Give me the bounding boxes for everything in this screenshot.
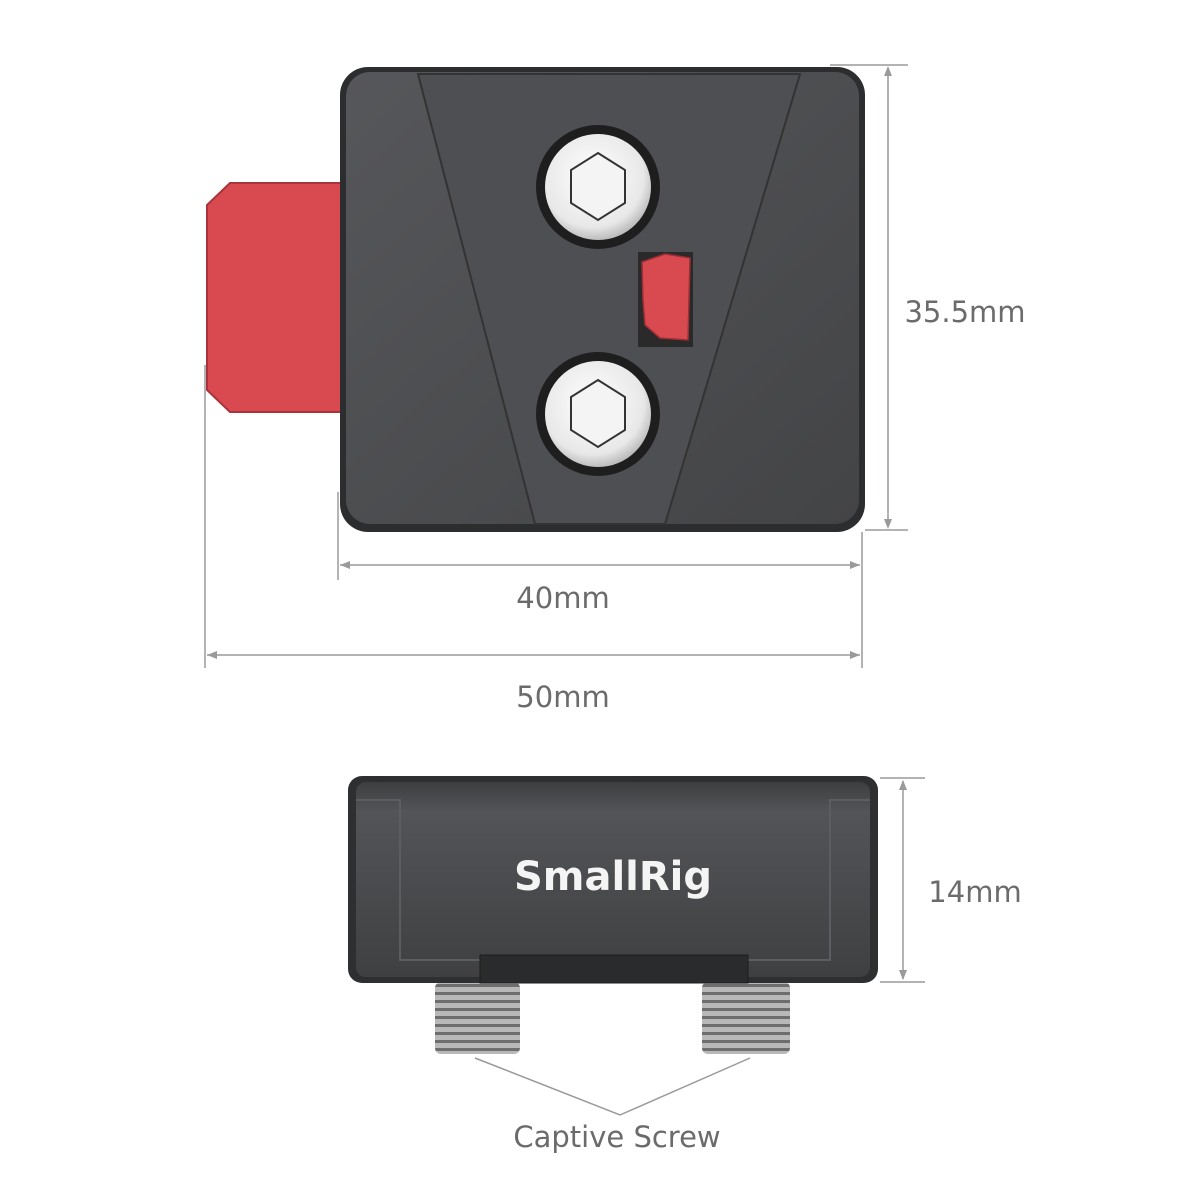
captive-screw-leader — [474, 1057, 751, 1116]
red-latch — [641, 253, 691, 341]
screw-bottom — [536, 352, 660, 476]
thread-left — [435, 982, 520, 1054]
dimension-height-label: 35.5mm — [904, 295, 1026, 329]
bottom-slot — [479, 954, 749, 984]
red-release-lever — [206, 182, 346, 413]
brand-logo: SmallRig — [513, 854, 713, 900]
hex-socket-icon — [570, 378, 626, 449]
hex-socket-icon — [570, 151, 626, 222]
top-view — [206, 67, 865, 532]
dimension-total-width-label: 50mm — [516, 680, 610, 714]
v-groove — [416, 73, 802, 525]
dimension-plate-width-label: 40mm — [516, 581, 610, 615]
thread-right — [702, 982, 790, 1054]
screw-top — [536, 125, 660, 249]
dimension-thickness-label: 14mm — [928, 875, 1022, 909]
dimension-lines — [204, 64, 925, 1116]
side-view — [348, 776, 878, 1054]
captive-screw-label: Captive Screw — [513, 1120, 721, 1154]
